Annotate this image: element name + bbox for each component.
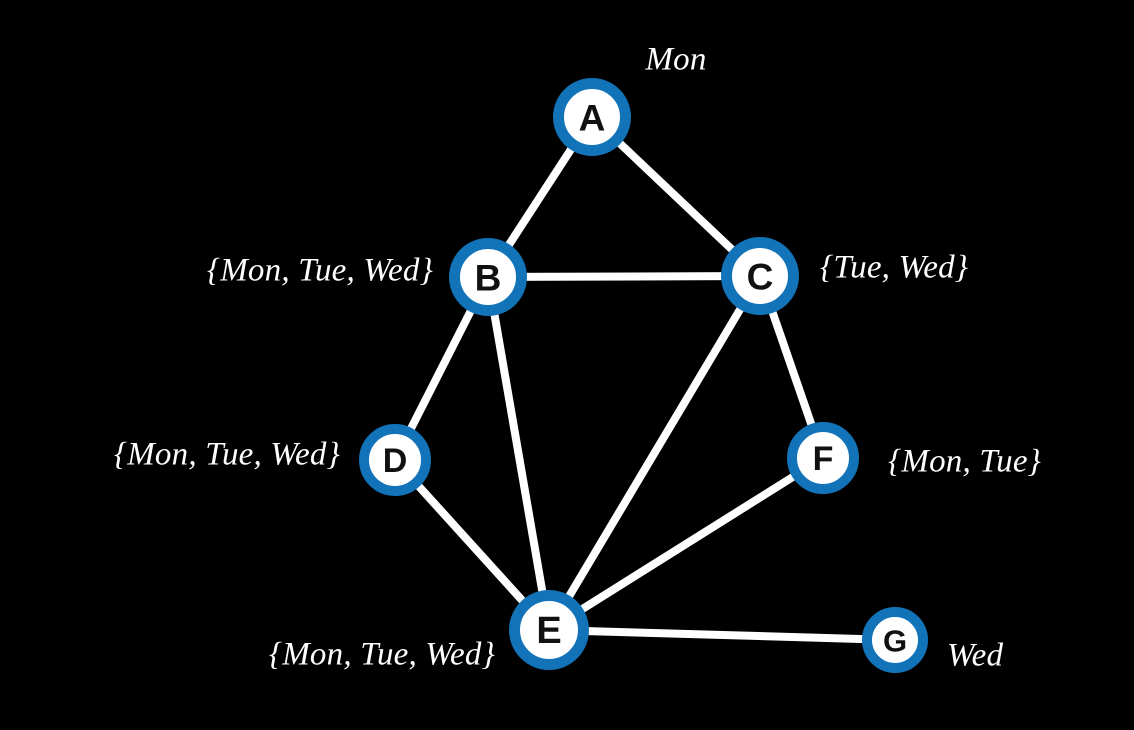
node-label-e: E xyxy=(536,610,561,652)
graph-node-c[interactable]: C xyxy=(721,237,799,315)
node-circle-f xyxy=(787,422,859,494)
node-circle-b xyxy=(449,238,527,316)
node-circle-d xyxy=(359,424,431,496)
node-circle-e xyxy=(509,590,589,670)
graph-node-f[interactable]: F xyxy=(787,422,859,494)
nodes-layer: A B C D E F G xyxy=(359,78,928,673)
graph-node-a[interactable]: A xyxy=(553,78,631,156)
graph-edge-b-e xyxy=(484,273,553,634)
domain-label-g: Wed xyxy=(947,637,1004,674)
edges-layer xyxy=(391,113,899,644)
graph-node-e[interactable]: E xyxy=(509,590,589,670)
domain-label-d: {Mon, Tue, Wed} xyxy=(113,436,340,473)
node-circle-a xyxy=(553,78,631,156)
domain-label-b: {Mon, Tue, Wed} xyxy=(206,252,433,289)
node-circle-c xyxy=(721,237,799,315)
graph-edge-e-g xyxy=(545,626,899,644)
graph-edge-c-e xyxy=(545,272,764,634)
graph-node-g[interactable]: G xyxy=(862,607,928,673)
node-label-b: B xyxy=(475,258,502,299)
domain-label-f: {Mon, Tue} xyxy=(888,443,1042,480)
node-label-d: D xyxy=(383,442,408,480)
graph-node-d[interactable]: D xyxy=(359,424,431,496)
node-circle-g xyxy=(862,607,928,673)
node-label-f: F xyxy=(813,440,834,478)
graph-edge-b-c xyxy=(484,272,764,281)
domain-label-c: {Tue, Wed} xyxy=(820,249,969,286)
graph-node-b[interactable]: B xyxy=(449,238,527,316)
domain-label-e: {Mon, Tue, Wed} xyxy=(268,636,495,673)
node-label-a: A xyxy=(579,98,606,139)
domain-label-a: Mon xyxy=(645,41,707,78)
node-label-c: C xyxy=(747,257,774,298)
node-label-g: G xyxy=(883,624,907,659)
graph-edge-e-f xyxy=(545,454,827,634)
